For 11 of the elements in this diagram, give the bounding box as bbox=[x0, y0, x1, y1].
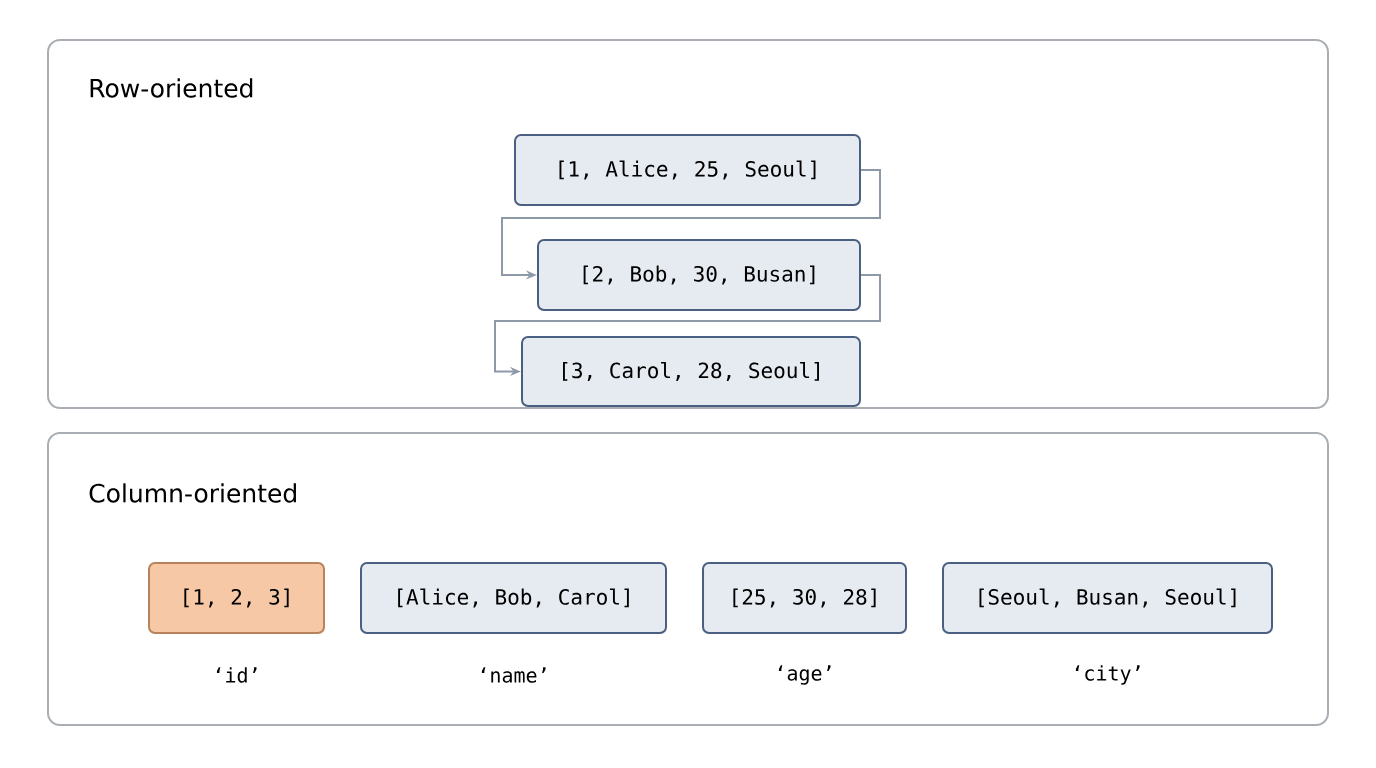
column-label: ‘name’ bbox=[481, 667, 546, 683]
column-label: ‘age’ bbox=[778, 665, 831, 685]
column-label: ‘id’ bbox=[216, 667, 257, 683]
column-label: ‘city’ bbox=[1075, 665, 1140, 685]
data-box: [25, 30, 28] bbox=[702, 562, 907, 634]
data-box: [Alice, Bob, Carol] bbox=[360, 562, 667, 634]
data-box: [1, 2, 3] bbox=[148, 562, 325, 634]
data-box: [1, Alice, 25, Seoul] bbox=[514, 134, 861, 206]
data-box: [2, Bob, 30, Busan] bbox=[537, 239, 861, 311]
data-box: [Seoul, Busan, Seoul] bbox=[942, 562, 1273, 634]
data-box: [3, Carol, 28, Seoul] bbox=[521, 336, 861, 407]
